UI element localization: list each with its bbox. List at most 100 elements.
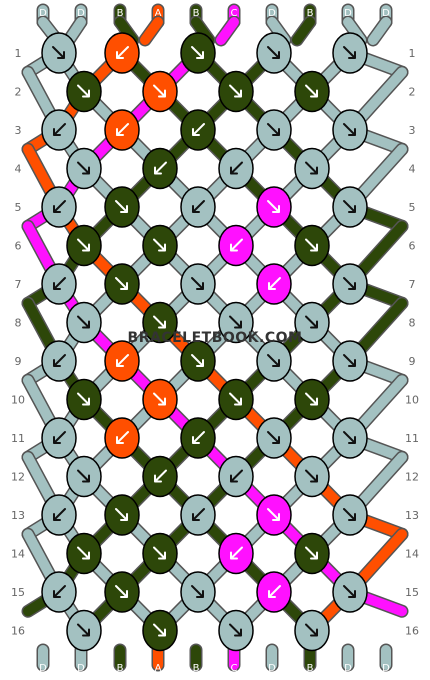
knot xyxy=(180,263,216,305)
knot xyxy=(180,186,216,228)
top-string-label: A xyxy=(155,8,162,19)
arrow-down-left-icon xyxy=(230,546,243,560)
knot xyxy=(294,301,330,344)
arrow-down-right-icon xyxy=(343,508,356,521)
knot xyxy=(256,340,292,382)
row-number-right: 8 xyxy=(409,317,416,330)
arrow-down-left-icon xyxy=(53,200,66,213)
arrow-down-right-icon xyxy=(77,546,90,560)
knot xyxy=(332,340,368,382)
arrow-down-left-icon xyxy=(53,508,66,521)
row-number-left: 14 xyxy=(11,548,25,561)
knot xyxy=(41,494,77,536)
arrow-down-right-icon xyxy=(153,238,166,252)
top-string-label: D xyxy=(382,8,390,19)
arrow-down-left-icon xyxy=(154,469,167,483)
knot xyxy=(256,186,292,228)
top-string-label: B xyxy=(117,8,124,19)
knot xyxy=(66,301,102,344)
knot xyxy=(332,571,368,613)
knot xyxy=(142,609,178,652)
row-number-right: 13 xyxy=(405,509,419,522)
row-number-left: 15 xyxy=(11,586,25,599)
row-number-left: 8 xyxy=(15,317,22,330)
arrow-down-right-icon xyxy=(77,84,90,98)
row-number-left: 13 xyxy=(11,509,25,522)
knot xyxy=(218,224,254,267)
knot xyxy=(41,417,77,459)
top-string-label: D xyxy=(39,8,47,19)
knot xyxy=(41,340,77,382)
bottom-string-label: D xyxy=(39,663,47,674)
arrow-down-left-icon xyxy=(116,123,129,136)
knot xyxy=(66,147,102,190)
arrow-down-left-icon xyxy=(53,354,66,367)
arrow-down-right-icon xyxy=(305,546,318,560)
bottom-string-label: B xyxy=(117,663,124,674)
arrow-down-right-icon xyxy=(267,123,280,136)
knot xyxy=(294,224,330,267)
knot xyxy=(294,147,330,190)
knot xyxy=(104,340,140,382)
row-number-right: 1 xyxy=(409,47,416,60)
knot xyxy=(66,224,102,267)
top-string-label: B xyxy=(193,8,200,19)
thread-segment xyxy=(140,17,163,45)
row-number-left: 11 xyxy=(11,432,25,445)
row-number-left: 7 xyxy=(15,278,22,291)
arrow-down-left-icon xyxy=(192,123,205,136)
arrow-down-right-icon xyxy=(229,623,242,637)
arrow-down-right-icon xyxy=(191,46,204,59)
row-number-left: 10 xyxy=(11,394,25,407)
knot xyxy=(256,417,292,459)
arrow-down-right-icon xyxy=(343,123,356,136)
bottom-string-label: B xyxy=(307,663,314,674)
arrow-down-right-icon xyxy=(267,431,280,444)
knot xyxy=(104,571,140,613)
knot xyxy=(180,32,216,74)
knot xyxy=(218,609,254,652)
arrow-down-right-icon xyxy=(77,161,90,175)
arrow-down-right-icon xyxy=(153,392,166,406)
row-number-left: 2 xyxy=(15,86,22,99)
knot xyxy=(332,109,368,151)
thread-segment xyxy=(368,17,391,45)
knot xyxy=(180,109,216,151)
arrow-down-right-icon xyxy=(191,585,204,598)
knot xyxy=(218,378,254,421)
knot xyxy=(142,532,178,575)
arrow-down-right-icon xyxy=(267,200,280,213)
arrow-down-right-icon xyxy=(267,354,280,367)
arrow-down-left-icon xyxy=(230,469,243,483)
arrow-down-right-icon xyxy=(77,392,90,406)
knot xyxy=(104,417,140,459)
row-number-left: 9 xyxy=(15,355,22,368)
arrow-down-right-icon xyxy=(52,46,65,59)
knot xyxy=(41,571,77,613)
knot xyxy=(104,109,140,151)
arrow-down-left-icon xyxy=(192,431,205,444)
row-number-left: 16 xyxy=(11,625,25,638)
arrow-down-right-icon xyxy=(229,84,242,98)
row-number-right: 4 xyxy=(409,163,416,176)
knot xyxy=(142,70,178,113)
bottom-string-label: D xyxy=(77,663,85,674)
row-number-left: 3 xyxy=(15,124,22,137)
knot xyxy=(218,301,254,344)
knot xyxy=(218,532,254,575)
row-number-right: 5 xyxy=(409,201,416,214)
knot xyxy=(180,417,216,459)
knot xyxy=(180,571,216,613)
knot xyxy=(104,32,140,74)
arrow-down-right-icon xyxy=(115,200,128,213)
arrow-down-right-icon xyxy=(77,623,90,637)
row-number-right: 7 xyxy=(409,278,416,291)
knot xyxy=(294,532,330,575)
knots xyxy=(41,32,368,652)
row-number-right: 3 xyxy=(409,124,416,137)
knot xyxy=(41,186,77,228)
thread-segment xyxy=(216,17,239,45)
knot xyxy=(332,417,368,459)
